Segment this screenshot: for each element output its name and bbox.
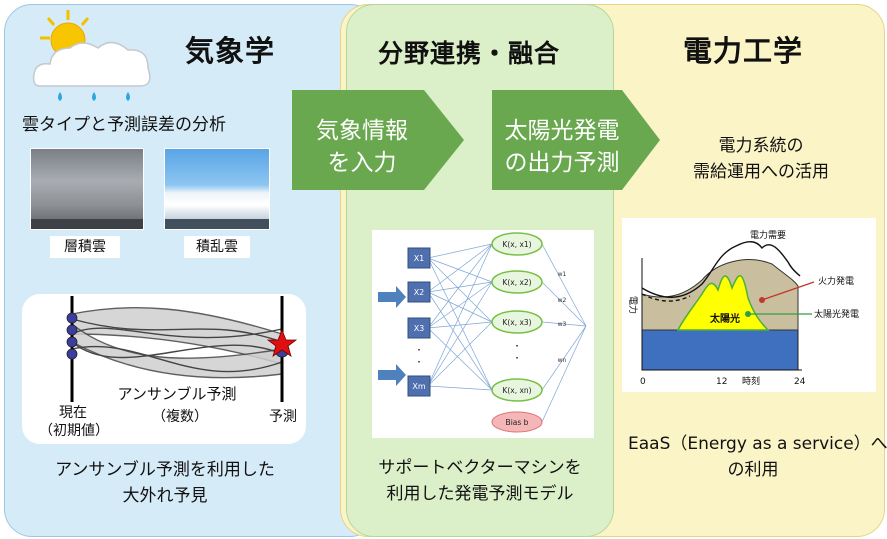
chart-x-tick-24: 24 [794,377,806,387]
forecast-label: 予測 [269,409,297,425]
cumulonimbus-photo [164,148,270,230]
svm-kernel-ellipsis2: · [515,351,519,365]
chart-thermal-label: 火力発電 [818,275,854,287]
eaas-line2: の利用 [727,460,779,480]
eaas-line1: EaaS（Energy as a service）へ [628,434,887,454]
svm-input-x2: X2 [414,288,425,297]
cumulonimbus-caption: 積乱雲 [184,236,250,258]
solar-forecast-line2: の出力予測 [504,150,620,176]
svm-diagram: X1 X2 X3 Xm · · · · K(x, x1) K(x, x2) K(… [372,230,594,438]
chart-x-tick-12: 12 [716,377,727,387]
solar-forecast-arrow [492,90,660,190]
svm-input-ellipsis2: · [417,355,421,369]
now-label: 現在 [59,405,87,421]
svm-kernel-2: K(x, x2) [502,278,531,287]
chart-x-tick-0: 0 [640,377,646,387]
svm-input-ellipsis1: · [417,343,421,357]
stratocumulus-photo [30,148,144,230]
svm-input-xm: Xm [412,382,425,391]
svm-kernel-3: K(x, x3) [502,318,531,327]
ensemble-usage-line2: 大外れ予見 [122,486,208,506]
svm-input-x3: X3 [414,324,425,333]
svm-weight-n: wn [558,357,567,364]
ensemble-diagram: アンサンブル予測 現在 （初期値） （複数） 予測 [22,294,306,444]
svm-weight-3: w3 [558,321,567,328]
power-system-line2: 需給運用への活用 [693,162,829,182]
collaboration-title: 分野連携・融合 [378,39,561,68]
multiple-label: （複数） [152,409,208,425]
svm-usage-line2: 利用した発電予測モデル [386,484,574,504]
chart-demand-label: 電力需要 [750,229,786,241]
cloud-analysis-text: 雲タイプと予測誤差の分析 [22,115,226,135]
ensemble-usage-line1: アンサンブル予測を利用した [55,460,275,480]
weather-input-arrow [292,90,464,190]
electrical-title: 電力工学 [683,34,804,68]
svm-kernel-ellipsis1: · [515,339,519,353]
chart-y-label: 電力 [627,296,639,314]
svm-weight-2: w2 [558,297,567,304]
chart-x-label: 時刻 [742,375,760,387]
svm-input-x1: X1 [414,254,425,263]
initial-value-label: （初期値） [39,423,109,439]
solar-forecast-line1: 太陽光発電 [504,118,620,144]
svm-weight-1: w1 [558,271,567,278]
stratocumulus-caption: 層積雲 [50,236,120,258]
meteorology-title: 気象学 [185,34,276,68]
power-supply-demand-chart: 電力 電力需要 火力発電 太陽光発電 太陽光 0 12 24 時刻 [622,218,876,392]
svm-bias: Bias b [506,418,529,427]
power-system-line1: 電力系統の [718,136,804,156]
svm-kernel-n: K(x, xn) [502,386,531,395]
svm-kernel-1: K(x, x1) [502,240,531,249]
weather-input-line1: 気象情報 [316,118,408,144]
chart-solar-label: 太陽光発電 [814,308,859,320]
sun-rain-cloud-icon [32,10,151,101]
chart-solar-area-label: 太陽光 [709,312,740,325]
weather-input-line2: を入力 [327,150,397,176]
ensemble-label: アンサンブル予測 [117,385,237,403]
svm-usage-line1: サポートベクターマシンを [378,458,582,478]
